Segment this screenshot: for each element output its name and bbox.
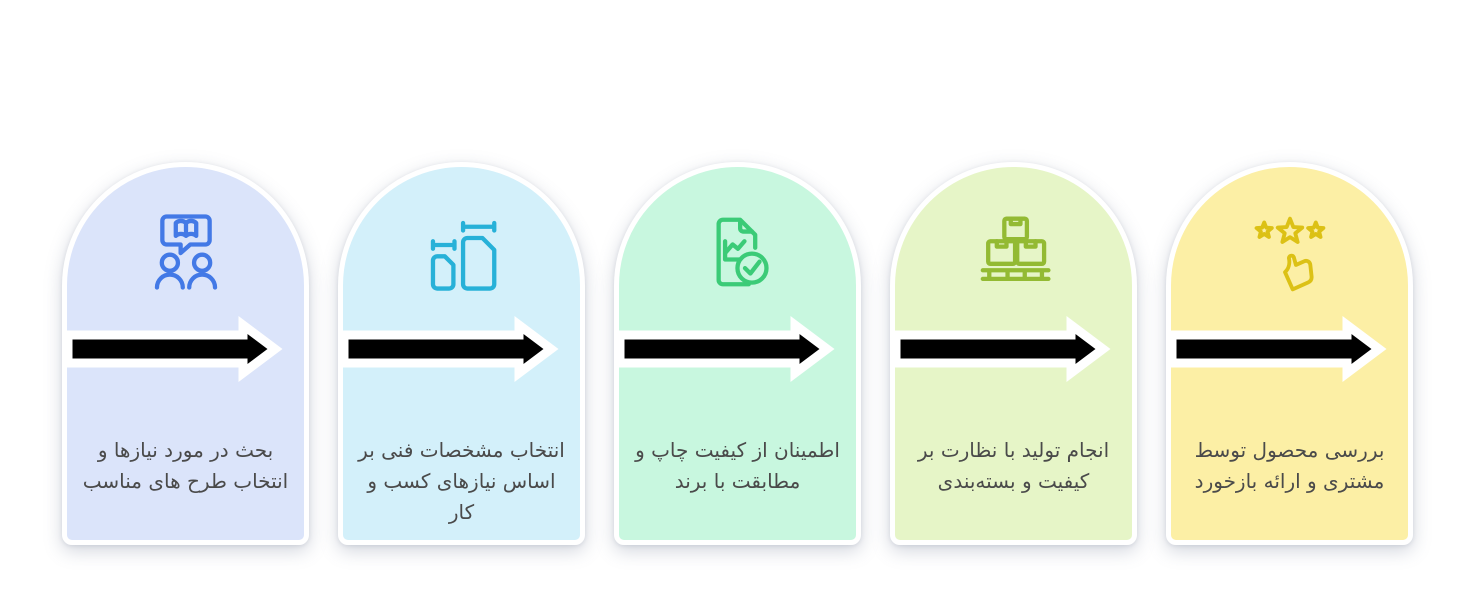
step-label: اطمینان از کیفیت چاپ و مطابقت با برند [635,438,840,493]
discussion-people-icon [143,209,229,295]
step-label: انجام تولید با نظارت بر کیفیت و بسته‌بند… [917,438,1110,493]
process-step-card-4: انجام تولید با نظارت بر کیفیت و بسته‌بند… [890,162,1137,545]
process-step-card-2: انتخاب مشخصات فنی بر اساس نیازهای کسب و … [338,162,585,545]
stars-feedback-icon [1247,209,1333,295]
process-step-card-5: بررسی محصول توسط مشتری و ارائه بازخورد [1166,162,1413,545]
step-label: بررسی محصول توسط مشتری و ارائه بازخورد [1194,438,1385,493]
flow-arrow-icon [63,316,283,382]
flow-arrow-icon [615,316,835,382]
step-label: بحث در مورد نیازها و انتخاب طرح های مناس… [82,438,289,493]
process-step-card-1: بحث در مورد نیازها و انتخاب طرح های مناس… [62,162,309,545]
print-quality-check-icon [695,209,781,295]
flow-arrow-icon [339,316,559,382]
process-step-card-3: اطمینان از کیفیت چاپ و مطابقت با برند [614,162,861,545]
flow-arrow-icon [891,316,1111,382]
flow-arrow-icon [1167,316,1387,382]
step-label: انتخاب مشخصات فنی بر اساس نیازهای کسب و … [358,438,565,524]
boxes-pallet-icon [971,209,1057,295]
dimensions-spec-icon [419,209,505,295]
